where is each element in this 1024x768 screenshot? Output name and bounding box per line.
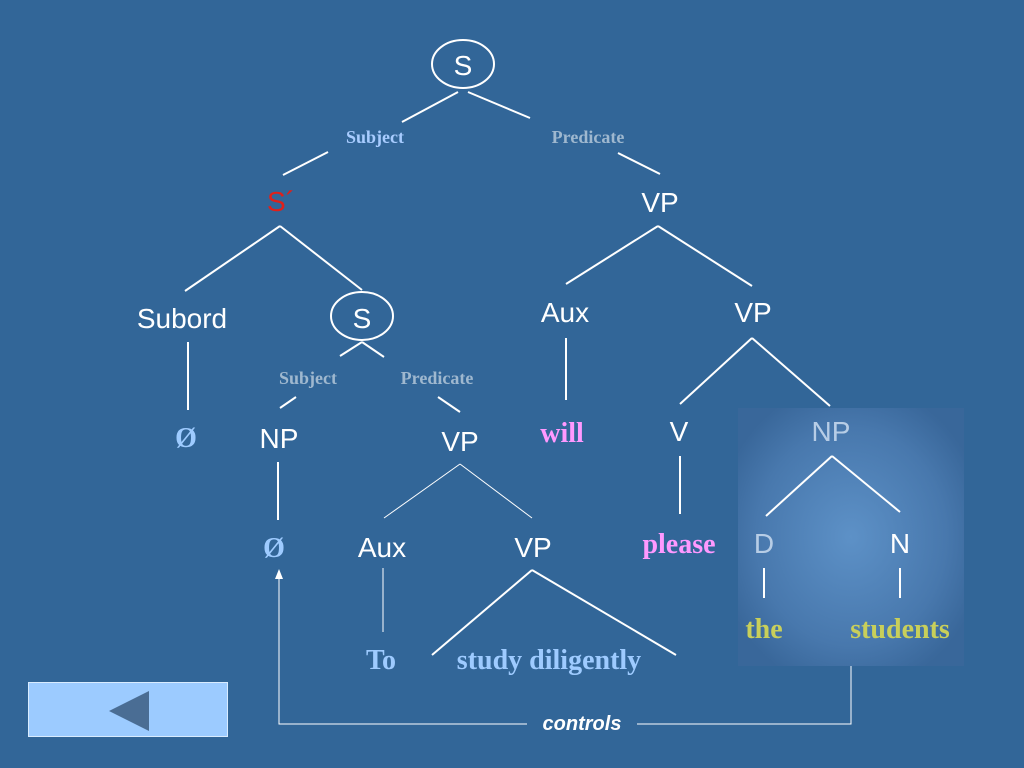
v-node: V — [670, 416, 689, 447]
vp-second-node: VP — [734, 297, 771, 328]
aux-main-node: Aux — [541, 297, 589, 328]
null-subject: Ø — [263, 533, 285, 564]
predicate-label-top: Predicate — [552, 127, 625, 147]
study-diligently-phrase: study diligently — [457, 645, 641, 676]
left-triangle-icon — [109, 691, 149, 731]
subject-label-inner: Subject — [279, 368, 337, 388]
predicate-label-inner: Predicate — [401, 368, 474, 388]
d-node: D — [754, 528, 774, 559]
back-button[interactable] — [28, 682, 228, 737]
please-word: please — [642, 529, 715, 560]
aux-inner-node: Aux — [358, 532, 406, 563]
root-s-label: S — [454, 50, 473, 81]
np-object-node: NP — [812, 416, 851, 447]
the-word: the — [745, 614, 782, 645]
to-word: To — [366, 645, 396, 676]
root-s-circle — [431, 39, 495, 89]
np-inner-node: NP — [260, 423, 299, 454]
embedded-s-label: S — [353, 303, 372, 334]
embedded-s-circle — [330, 291, 394, 341]
vp-main-node: VP — [641, 187, 678, 218]
control-arrow-line — [637, 666, 852, 725]
n-node: N — [890, 528, 910, 559]
object-np-highlight — [738, 408, 964, 666]
vp-innermost-node: VP — [514, 532, 551, 563]
vp-inner-node: VP — [441, 426, 478, 457]
embedded-clause-node: S´ — [267, 186, 295, 217]
null-subord: Ø — [175, 423, 197, 454]
controls-label: controls — [543, 713, 622, 735]
subject-label-top: Subject — [346, 127, 404, 147]
subord-node: Subord — [137, 303, 227, 334]
control-arrowhead — [275, 569, 283, 579]
students-word: students — [850, 614, 950, 645]
will-word: will — [540, 418, 584, 449]
